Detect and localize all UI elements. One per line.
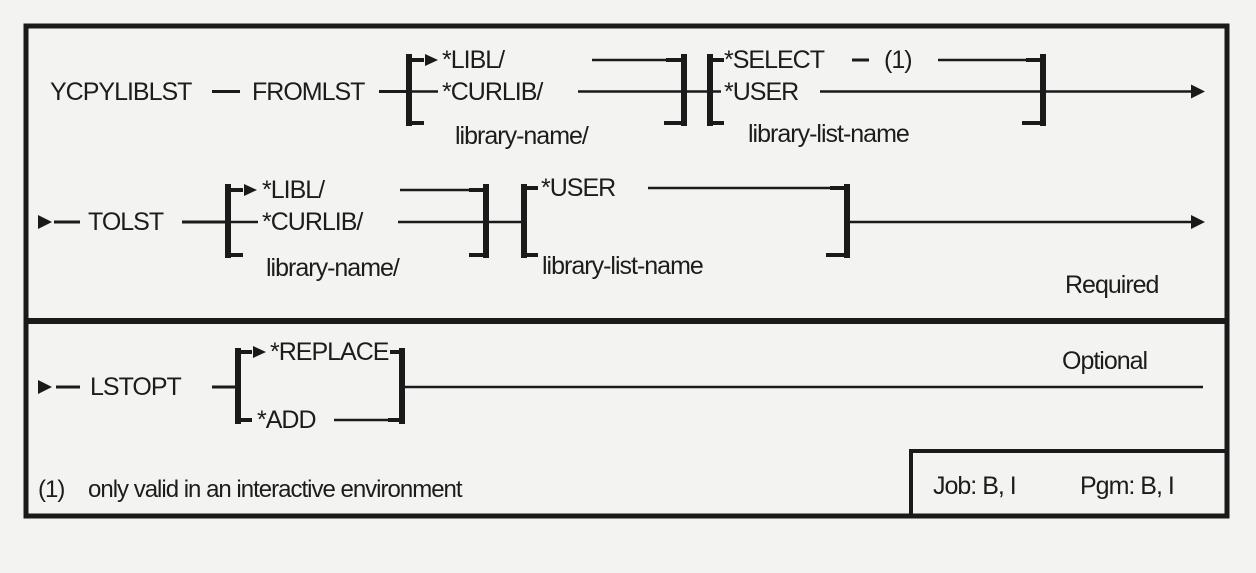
option-libl: *LIBL/ bbox=[442, 46, 505, 74]
rail-start-arrow-icon bbox=[38, 380, 52, 394]
option-library-list-name: library-list-name bbox=[542, 252, 703, 280]
job-environment-box bbox=[909, 449, 1229, 518]
footnote-text: only valid in an interactive environment bbox=[88, 476, 463, 503]
job-modes-label: Job: B, I bbox=[933, 472, 1016, 500]
rail-fromlst: YCPYLIBLST FROMLST *LIBL/ *CURLIB/ libra… bbox=[50, 46, 1205, 150]
option-curlib: *CURLIB/ bbox=[442, 78, 543, 106]
diagram-outer-frame bbox=[23, 23, 1230, 519]
footnote-ref-marker: (1) bbox=[884, 46, 912, 74]
command-name: YCPYLIBLST bbox=[50, 78, 192, 106]
option-curlib: *CURLIB/ bbox=[262, 208, 363, 236]
optional-section-label: Optional bbox=[1062, 347, 1147, 375]
option-library-name: library-name/ bbox=[455, 122, 589, 150]
option-select: *SELECT bbox=[724, 46, 825, 74]
rail-tolst: TOLST *LIBL/ *CURLIB/ library-name/ *USE… bbox=[38, 174, 1205, 299]
pgm-modes-label: Pgm: B, I bbox=[1080, 472, 1174, 500]
option-add: *ADD bbox=[257, 406, 316, 434]
required-section-label: Required bbox=[1065, 271, 1159, 299]
default-choice-arrow-icon bbox=[425, 54, 438, 66]
diagram-footer: (1) only valid in an interactive environ… bbox=[38, 449, 1229, 518]
rail-lstopt: LSTOPT *REPLACE *ADD Optional bbox=[38, 338, 1203, 434]
option-user: *USER bbox=[724, 78, 798, 106]
param-lstopt-label: LSTOPT bbox=[90, 373, 182, 401]
flow-arrow-icon bbox=[1191, 215, 1205, 229]
param-fromlst-label: FROMLST bbox=[252, 78, 365, 106]
footnote-ref: (1) bbox=[38, 476, 64, 503]
flow-arrow-icon bbox=[1191, 84, 1205, 99]
default-choice-arrow-icon bbox=[244, 184, 257, 196]
option-library-name: library-name/ bbox=[266, 254, 400, 282]
option-libl: *LIBL/ bbox=[262, 176, 325, 204]
rail-start-arrow-icon bbox=[38, 215, 52, 229]
option-library-list-name: library-list-name bbox=[748, 120, 909, 148]
param-tolst-label: TOLST bbox=[88, 208, 164, 236]
option-replace: *REPLACE bbox=[270, 338, 389, 366]
default-choice-arrow-icon bbox=[253, 346, 266, 358]
option-user: *USER bbox=[541, 174, 615, 202]
